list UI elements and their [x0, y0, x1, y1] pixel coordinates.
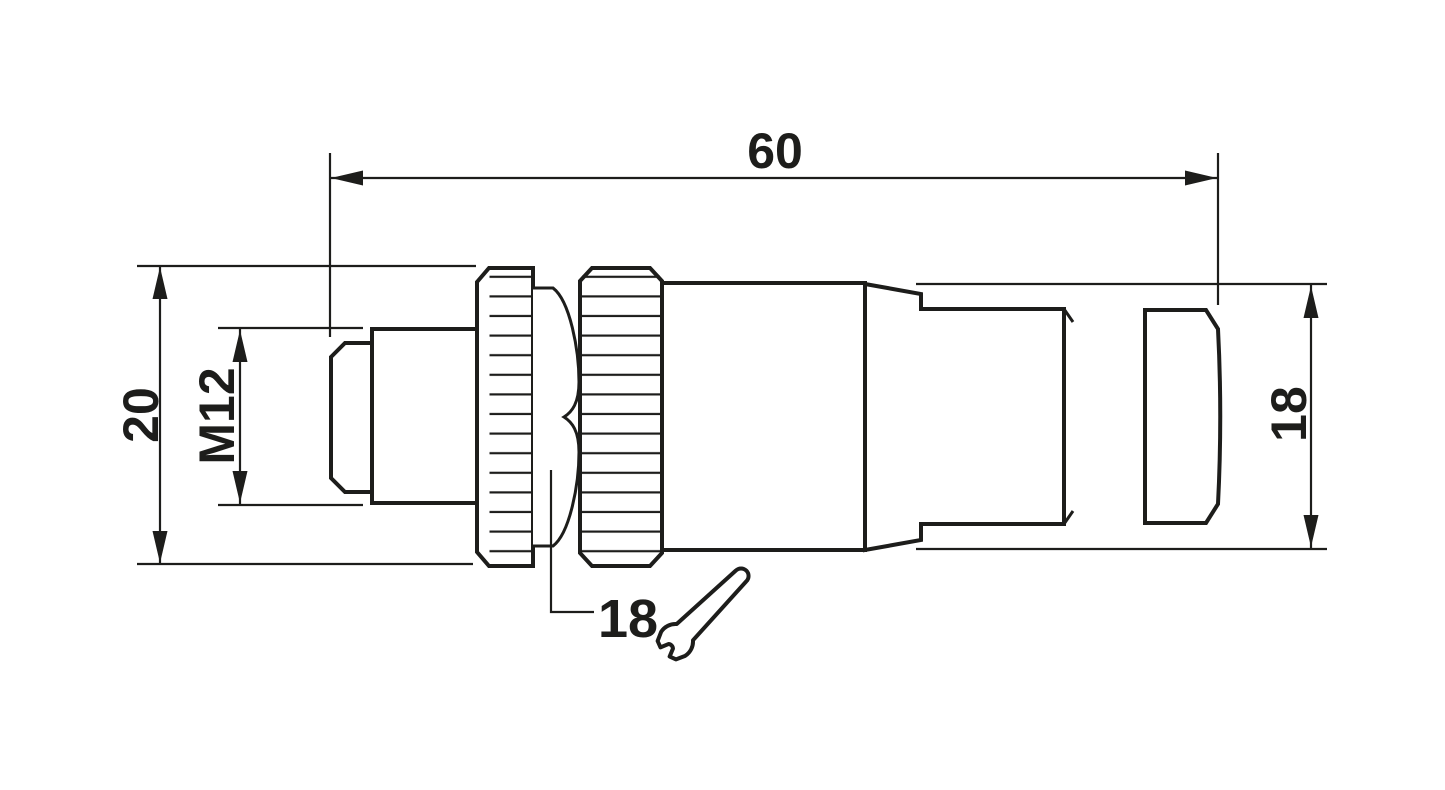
- coupling-knurl-front: [475, 266, 535, 568]
- coupling-knurl-rear: [578, 266, 664, 568]
- dim-front-height: 20: [113, 264, 476, 566]
- dimM12-arrow-bottom: [232, 471, 248, 503]
- dim60-value: 60: [747, 123, 803, 179]
- dim-thread: M12: [189, 326, 363, 507]
- hex-collar-outline: [533, 286, 581, 548]
- label18-leader: [549, 470, 594, 614]
- dimM12-value: M12: [189, 367, 245, 464]
- gland-hex-nut: [1143, 308, 1223, 525]
- wrench-shape: [655, 566, 751, 662]
- label-coupling-hex: 18: [549, 470, 658, 649]
- dim60-arrow-left: [331, 170, 363, 186]
- dim20-arrow-bottom: [152, 531, 168, 563]
- thread-tip: [329, 341, 374, 494]
- dim20-value: 20: [113, 387, 169, 443]
- dim18r-value: 18: [1261, 386, 1317, 442]
- tube-chamfer-top: [1062, 308, 1075, 323]
- knurl-front-hatch: [489, 270, 533, 564]
- hex-nut-outline: [1143, 308, 1223, 525]
- connector-profile: [329, 266, 1223, 568]
- gland-taper-tube: [863, 281, 1066, 553]
- dim-rear-height: 18: [916, 282, 1327, 551]
- dim18r-arrow-bottom: [1303, 515, 1319, 547]
- wrench-icon: [655, 566, 751, 662]
- dimM12-arrow-top: [232, 330, 248, 362]
- dimensions: 60 20 M12: [113, 123, 1327, 649]
- connector-body: [660, 281, 867, 552]
- thread-barrel-body: [370, 327, 479, 505]
- tube-chamfer-bottom: [1062, 510, 1075, 525]
- label18-value: 18: [598, 589, 658, 649]
- dim60-arrow-right: [1185, 170, 1217, 186]
- coupling-hex-collar: [533, 286, 581, 548]
- gland-neck: [1073, 323, 1146, 510]
- dim-total-length: 60: [328, 123, 1220, 337]
- dim18r-arrow-top: [1303, 286, 1319, 318]
- knurl-rear-hatch: [582, 270, 660, 564]
- gland-neck-face: [1073, 323, 1146, 510]
- thread-barrel: [370, 327, 479, 505]
- dim20-arrow-top: [152, 267, 168, 299]
